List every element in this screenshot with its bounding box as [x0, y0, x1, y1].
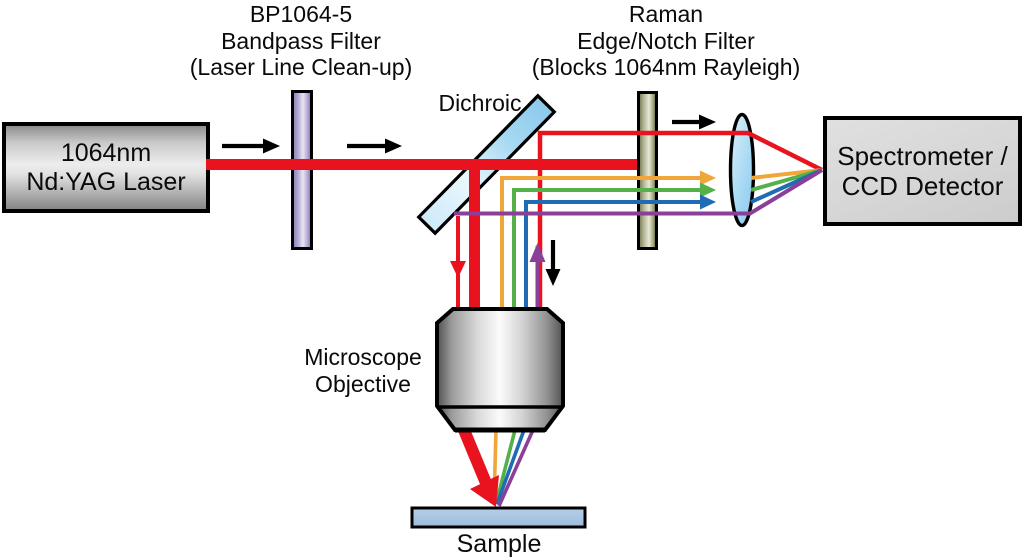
focused-laser-arrowhead-icon — [470, 475, 499, 507]
orange-arrowhead-icon — [700, 170, 716, 186]
spectrometer-label-line2: CCD Detector — [841, 171, 1004, 201]
raman-label-line2: Edge/Notch Filter — [577, 27, 755, 54]
bandpass-label-line2: Bandpass Filter — [221, 27, 381, 54]
spectrometer-box: Spectrometer / CCD Detector — [823, 116, 1022, 226]
direction-arrow-right-3-icon — [672, 114, 716, 130]
sample-label: Sample — [456, 530, 542, 558]
direction-arrow-right-2-icon — [347, 138, 402, 154]
focusing-lens — [728, 112, 756, 228]
dichroic-label: Dichroic — [438, 90, 522, 116]
signal-line-orange — [500, 168, 823, 310]
focused-laser-arrow — [458, 427, 499, 507]
objective-label-line2: Objective — [315, 370, 411, 397]
bandpass-label-line1: BP1064-5 — [249, 1, 353, 27]
focused-line-blue — [495, 429, 526, 505]
green-arrowhead-icon — [700, 182, 716, 198]
signal-line-green — [512, 168, 823, 310]
laser-down-arrowhead-icon — [450, 261, 466, 278]
laser-beam — [206, 159, 637, 312]
direction-arrow-down-icon — [545, 240, 561, 286]
signal-line-blue — [524, 168, 823, 310]
focused-signal-lines — [492, 429, 535, 507]
spectrometer-label-line1: Spectrometer / — [837, 141, 1008, 171]
microscope-objective-label: Microscope Objective — [304, 344, 422, 397]
focused-line-orange — [492, 429, 498, 504]
focused-line-purple — [497, 429, 535, 507]
objective-label-line1: Microscope — [304, 344, 422, 370]
purple-up-arrowhead-icon — [529, 243, 546, 262]
focused-line-green — [494, 429, 517, 505]
microscope-objective-barrel — [435, 307, 565, 433]
edge-notch-filter-element — [637, 91, 658, 250]
laser-down-direction-arrow — [450, 216, 466, 308]
bandpass-label-line3: (Laser Line Clean-up) — [189, 54, 413, 80]
laser-label-line2: Nd:YAG Laser — [26, 167, 186, 196]
bandpass-filter-element — [291, 90, 313, 250]
bandpass-filter-label: BP1064-5 Bandpass Filter (Laser Line Cle… — [190, 1, 412, 81]
sample-slide — [410, 506, 587, 529]
signal-line-red — [537, 130, 824, 310]
raman-filter-label: Raman Edge/Notch Filter (Blocks 1064nm R… — [532, 1, 800, 81]
raman-label-line1: Raman — [628, 1, 704, 27]
laser-box: 1064nm Nd:YAG Laser — [2, 122, 210, 213]
blue-arrowhead-icon — [700, 194, 716, 210]
raman-label-line3: (Blocks 1064nm Rayleigh) — [531, 54, 801, 80]
laser-label-line1: 1064nm — [60, 138, 152, 167]
direction-arrow-right-1-icon — [222, 138, 280, 154]
